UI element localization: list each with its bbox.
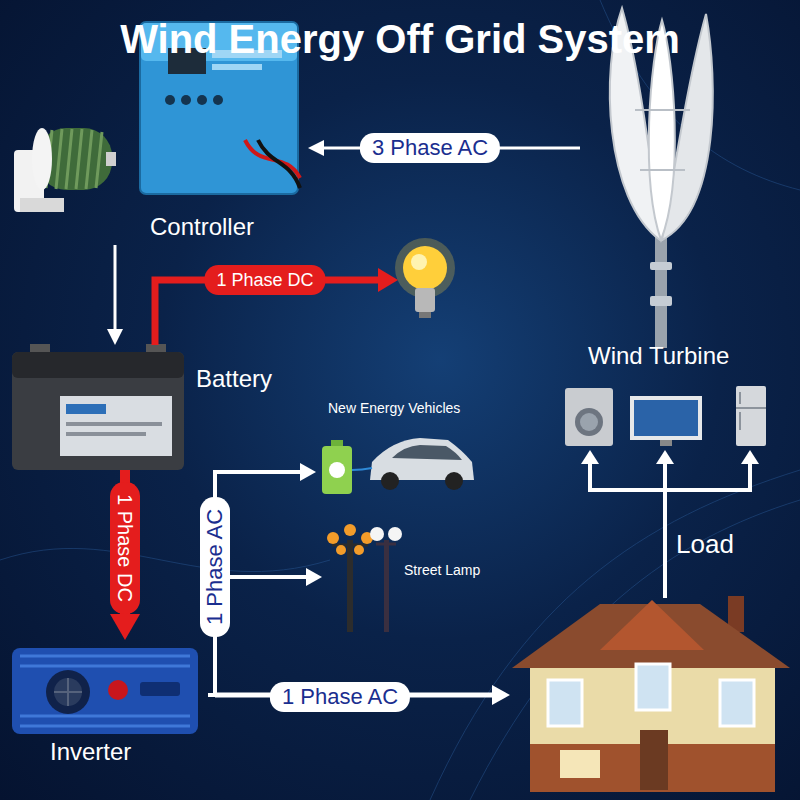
component-label: New Energy Vehicles — [328, 400, 460, 416]
edge-label: 1 Phase DC — [110, 482, 140, 614]
street-lamp-picture — [327, 524, 402, 632]
edge-label: 1 Phase AC — [200, 497, 230, 637]
load-arrowheads — [581, 450, 759, 464]
diagram-title: Wind Energy Off Grid System — [0, 16, 800, 62]
resistor-symbol — [14, 128, 116, 212]
component-label: Controller — [150, 213, 254, 241]
arrowhead — [308, 140, 324, 156]
flow-label: Load — [676, 530, 734, 560]
house-picture — [512, 596, 790, 792]
edge-label: 3 Phase AC — [360, 133, 500, 163]
appliances — [565, 386, 766, 446]
component-label: Inverter — [50, 738, 131, 766]
load-lines — [588, 462, 752, 598]
component-node: Inverter — [8, 640, 208, 772]
component-node: Street Lamp — [322, 520, 498, 635]
component-label: Battery — [196, 365, 272, 393]
connector-line — [114, 245, 117, 330]
arrowhead — [300, 463, 316, 481]
signal-label: 1 Phase DC — [204, 265, 325, 295]
arrowhead — [306, 568, 322, 586]
component-node: New Energy Vehicles — [316, 398, 484, 496]
connector — [107, 245, 123, 345]
inverter-device — [12, 648, 198, 734]
component-node: Wind Turbine — [580, 8, 792, 376]
component-label: Wind Turbine — [588, 342, 729, 370]
connector — [110, 470, 140, 640]
component-label: Street Lamp — [404, 562, 480, 578]
component-node: Controller — [8, 15, 308, 245]
vehicle-picture — [322, 438, 474, 494]
arrowhead — [110, 614, 140, 640]
light-bulb — [395, 238, 455, 318]
arrowhead — [107, 329, 123, 345]
battery-picture — [12, 344, 184, 470]
signal-label: 1 Phase AC — [270, 682, 410, 712]
component-node: Battery — [10, 345, 300, 470]
